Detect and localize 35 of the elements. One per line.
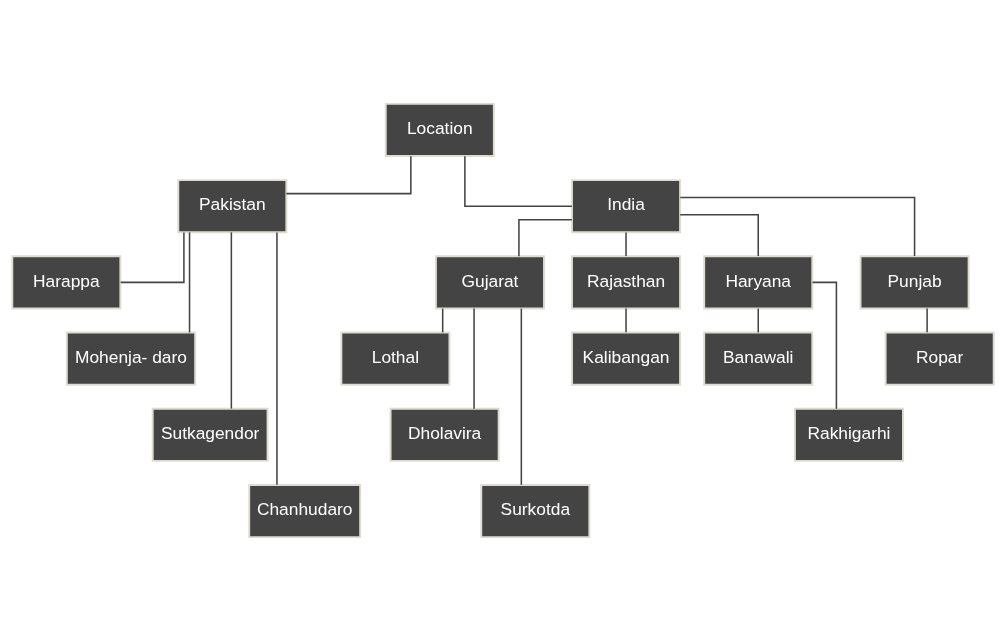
connector — [625, 231, 627, 257]
connector — [276, 231, 278, 486]
node-box: Dholavira — [389, 407, 500, 462]
connector — [464, 154, 573, 207]
node-box: Haryana — [703, 254, 814, 309]
node-box: Ropar — [884, 331, 995, 386]
connector — [811, 281, 838, 409]
node-box: Pakistan — [177, 178, 288, 233]
node-box: Kalibangan — [571, 331, 682, 386]
connector — [473, 307, 475, 409]
connector — [679, 196, 916, 257]
node-box: Harappa — [11, 254, 122, 309]
connector — [119, 231, 185, 283]
connector — [926, 307, 928, 333]
node-box: Punjab — [859, 254, 970, 309]
node-box: Gujarat — [434, 254, 545, 309]
connector — [285, 154, 412, 194]
connector — [757, 307, 759, 333]
connector — [441, 307, 444, 333]
node-box: Chanhudaro — [248, 483, 362, 538]
node-box: Mohenja- daro — [65, 331, 197, 386]
connector — [188, 231, 191, 333]
connector — [625, 307, 627, 333]
connector — [520, 307, 523, 486]
node-box: Lothal — [340, 331, 451, 386]
node-box: Banawali — [703, 331, 814, 386]
connector — [679, 213, 759, 257]
connector — [518, 218, 573, 257]
node-box: Sutkagendor — [151, 407, 269, 462]
node-box: Rajasthan — [571, 254, 682, 309]
node-box: Rakhigarhi — [793, 407, 904, 462]
node-box: Location — [384, 102, 495, 157]
node-box: India — [571, 178, 682, 233]
connector — [230, 231, 233, 409]
node-box: Surkotda — [480, 483, 591, 538]
